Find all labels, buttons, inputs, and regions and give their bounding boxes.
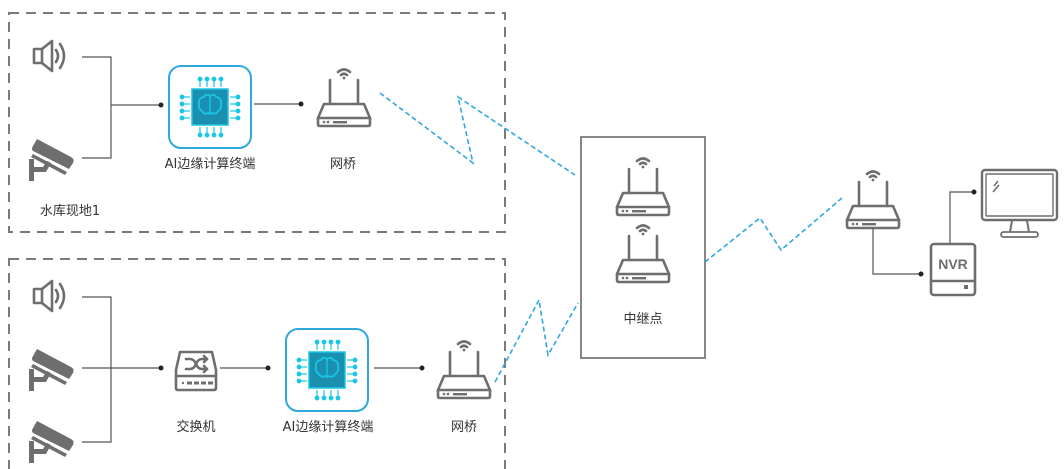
nvr-icon: NVR [929,242,977,297]
connector-dot [971,189,977,195]
cctv-camera-icon [29,139,74,181]
connector-dot [419,365,425,371]
connector-dot [265,365,271,371]
wireless-link-site2-relay [494,297,579,383]
speaker-icon [32,279,66,313]
zone-site2-border [8,258,506,469]
connector-dot [158,365,164,371]
bridge-1-label: 网桥 [330,157,356,172]
connector-dot [158,102,164,108]
ai-terminal-2-label: AI边缘计算终端 [283,419,374,435]
wire-nvr-to-monitor [949,191,974,243]
monitor-icon [980,168,1059,238]
wireless-router-icon [845,170,901,230]
wireless-router-icon [615,224,671,284]
ai-chip-icon [168,65,252,149]
wireless-link-relay-center [704,197,843,263]
bridge-2-label: 网桥 [451,420,477,435]
wireless-router-icon [436,340,492,400]
cctv-camera-icon [29,421,74,463]
zone-site1-label: 水库现地1 [40,203,100,219]
cctv-camera-icon [29,349,74,391]
relay-box [580,136,706,359]
connector-dot [298,101,304,107]
switch-label: 交换机 [176,419,215,435]
speaker-icon [32,39,66,73]
network-switch-icon [174,350,218,392]
relay-label: 中继点 [623,312,662,327]
wire-bridge-to-nvr [872,228,921,275]
ai-terminal-1-label: AI边缘计算终端 [165,156,256,172]
zone-site1-border [8,12,506,233]
wireless-router-icon [316,68,372,128]
wireless-router-icon [615,157,671,217]
nvr-label: NVR [938,256,968,272]
wireless-link-site1-relay [379,92,576,176]
wire-site1-devices [82,56,112,159]
connector-dot [918,271,924,277]
wire-site2-devices [82,296,161,443]
ai-chip-icon [285,328,369,412]
